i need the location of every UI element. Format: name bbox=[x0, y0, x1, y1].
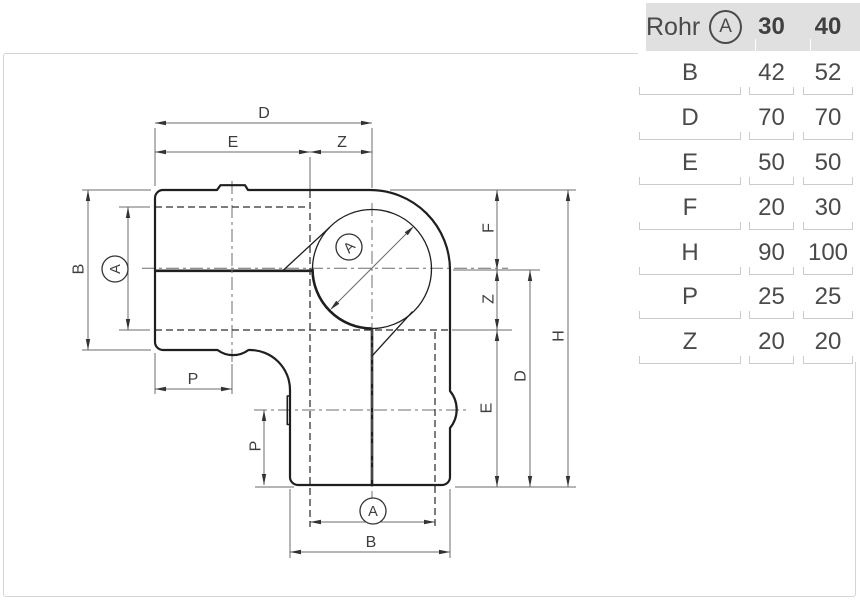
table-row: D 70 70 bbox=[638, 95, 860, 140]
label-p-horizontal: P bbox=[188, 371, 199, 388]
column-header-40: 40 bbox=[814, 13, 842, 40]
hidden-lines bbox=[155, 191, 448, 527]
body-outline bbox=[153, 184, 458, 487]
row-dim-label: B bbox=[638, 51, 742, 95]
header-tick bbox=[755, 39, 756, 54]
column-header-30: 30 bbox=[758, 13, 785, 40]
table-row: E 50 50 bbox=[638, 140, 860, 185]
label-b-left: B bbox=[71, 264, 88, 275]
reference-circles bbox=[101, 233, 387, 525]
label-d-top: D bbox=[258, 105, 270, 122]
dimension-arrows bbox=[85, 120, 571, 555]
row-value-30: 42 bbox=[748, 51, 795, 95]
table-row: H 90 100 bbox=[638, 230, 860, 275]
table-row: Z 20 20 bbox=[638, 319, 860, 364]
table-row: F 20 30 bbox=[638, 185, 860, 230]
row-value-30: 90 bbox=[748, 230, 795, 275]
row-value-40: 20 bbox=[802, 319, 854, 364]
label-f-right: F bbox=[481, 223, 498, 233]
row-value-30: 70 bbox=[748, 95, 795, 140]
row-dim-label: Z bbox=[638, 319, 742, 364]
corner-bore-circle bbox=[282, 208, 433, 357]
row-value-40: 25 bbox=[802, 275, 854, 319]
row-value-40: 50 bbox=[802, 140, 854, 185]
rohr-label: Rohr bbox=[646, 12, 701, 41]
row-dim-label: P bbox=[638, 275, 742, 319]
label-z-right: Z bbox=[481, 294, 498, 304]
row-dim-label: E bbox=[638, 140, 742, 185]
row-value-40: 52 bbox=[802, 51, 854, 95]
label-d-right: D bbox=[513, 370, 530, 382]
label-e-top: E bbox=[228, 134, 239, 151]
table-row: B 42 52 bbox=[638, 51, 860, 95]
label-z-top: Z bbox=[337, 134, 347, 151]
label-e-right: E bbox=[479, 403, 496, 414]
label-a-bottom: A bbox=[368, 504, 378, 520]
row-dim-label: D bbox=[638, 95, 742, 140]
label-h-right: H bbox=[551, 330, 568, 342]
row-value-30: 25 bbox=[748, 275, 795, 319]
label-a-left: A bbox=[108, 264, 124, 274]
table-header-label: Rohr A bbox=[646, 10, 742, 44]
row-value-40: 30 bbox=[802, 185, 854, 230]
row-dim-label: F bbox=[638, 185, 742, 230]
dimension-table: Rohr A 30 40 B 42 52 D 70 70 E 50 50 F 2… bbox=[638, 0, 860, 364]
row-value-30: 50 bbox=[748, 140, 795, 185]
row-value-40: 100 bbox=[802, 230, 854, 275]
side-rib bbox=[286, 395, 290, 426]
label-b-bottom: B bbox=[366, 534, 377, 551]
extension-lines bbox=[82, 128, 576, 558]
row-value-40: 70 bbox=[802, 95, 854, 140]
header-tick bbox=[810, 39, 811, 54]
label-p-vertical: P bbox=[248, 441, 265, 452]
row-value-30: 20 bbox=[748, 319, 795, 364]
table-header: Rohr A 30 40 bbox=[646, 3, 860, 54]
table-row: P 25 25 bbox=[638, 275, 860, 319]
row-dim-label: H bbox=[638, 230, 742, 275]
row-value-30: 20 bbox=[748, 185, 795, 230]
pipe-diameter-symbol: A bbox=[709, 10, 742, 44]
